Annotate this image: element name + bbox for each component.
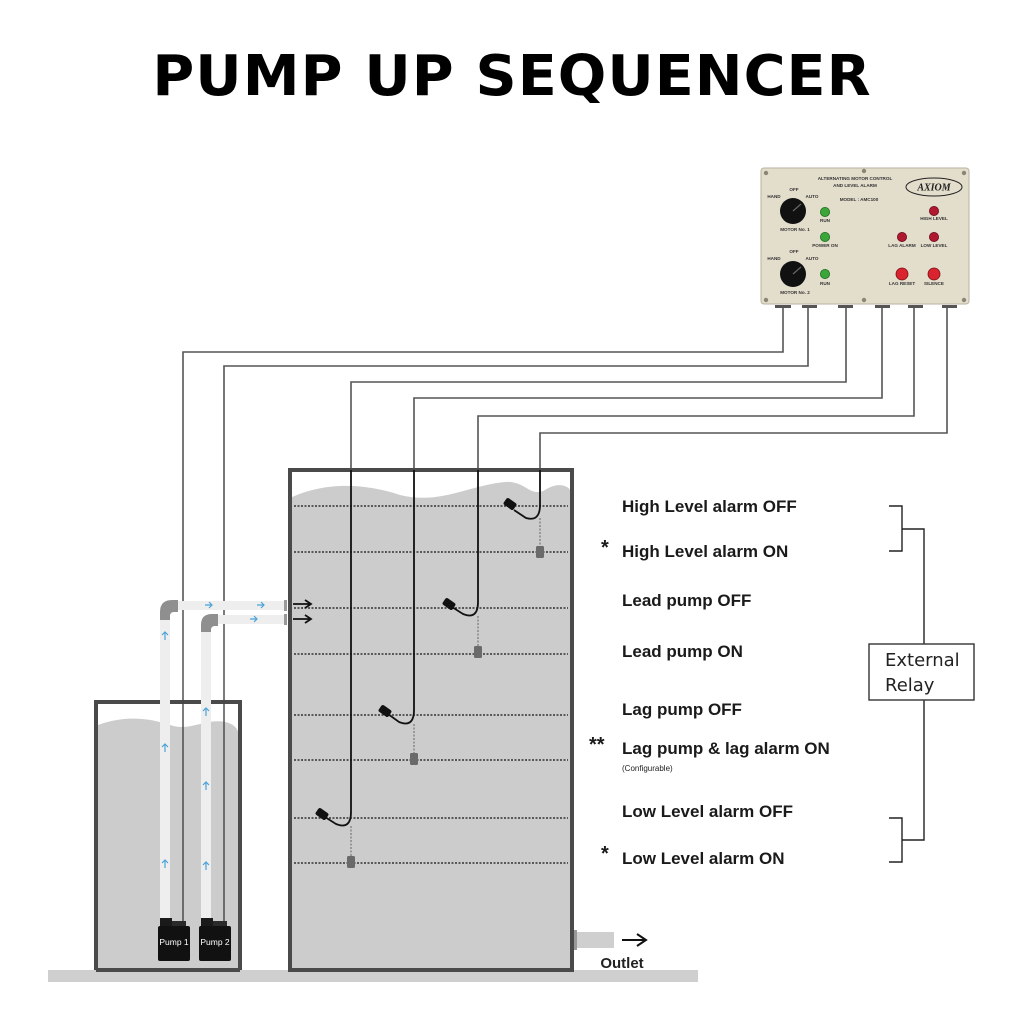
outlet-label: Outlet (600, 955, 643, 972)
elbow-pump1 (160, 600, 178, 620)
level-label-lag-on: Lag pump & lag alarm ON (622, 739, 830, 758)
silence-button[interactable] (927, 267, 941, 281)
high-level-lamp (929, 205, 940, 216)
float-switch-high-icon (503, 498, 517, 510)
power-on-lamp (820, 231, 831, 242)
float-switch-low-icon (315, 808, 329, 820)
float-cable-lead (451, 470, 479, 617)
level-marker-lag-on: ** (589, 734, 605, 756)
counterweight-low-icon (347, 856, 355, 868)
level-marker-high-on: * (601, 537, 609, 559)
panel-brand: AXIOM (916, 183, 951, 194)
wire-pump2 (223, 308, 809, 610)
lag-alarm-lamp (897, 231, 908, 242)
motor2-run-lamp (820, 268, 831, 279)
motor1-run-label: RUN (820, 218, 831, 223)
outlet-arrow-icon (636, 933, 648, 947)
motor2-pos-hand: HAND (767, 256, 781, 261)
main-tank-water (292, 481, 570, 970)
ground (48, 970, 698, 982)
sump-tank: Pump 1 Pump 2 (94, 599, 313, 972)
level-label-high-off: High Level alarm OFF (622, 497, 797, 516)
float-switch-lead-icon (442, 598, 456, 610)
motor1-pos-auto: AUTO (806, 194, 819, 199)
main-tank-wall (288, 468, 574, 972)
motor1-label: MOTOR No. 1 (780, 227, 810, 232)
level-lines (294, 505, 568, 864)
counterweight-lead-icon (474, 646, 482, 658)
page-title: PUMP UP SEQUENCER (152, 44, 872, 109)
wire-float-lead (477, 308, 915, 470)
wire-pump1 (182, 308, 784, 605)
level-label-low-on: Low Level alarm ON (622, 849, 785, 868)
low-level-label: LOW LEVEL (921, 243, 948, 248)
bracket-high (889, 505, 903, 552)
control-panel: ALTERNATING MOTOR CONTROL AND LEVEL ALAR… (760, 167, 970, 308)
discharge-pipe-1 (178, 601, 285, 610)
panel-heading-2: AND LEVEL ALARM (833, 183, 877, 188)
level-label-high-on: High Level alarm ON (622, 542, 788, 561)
control-wires (182, 308, 948, 610)
level-label-low-off: Low Level alarm OFF (622, 802, 793, 821)
level-marker-low-on: * (601, 843, 609, 865)
motor2-pos-off: OFF (789, 249, 798, 254)
relay-connections (889, 505, 925, 863)
inflow-arrow-2-icon (293, 614, 313, 624)
low-level-lamp (929, 231, 940, 242)
inflow-arrow-1-icon (293, 599, 313, 609)
flow-arrows (161, 601, 265, 870)
high-level-label: HIGH LEVEL (920, 216, 948, 221)
bracket-low (889, 817, 903, 863)
outlet: Outlet (574, 930, 648, 972)
relay-label-line1: External (885, 650, 960, 671)
level-label-lead-off: Lead pump OFF (622, 591, 751, 610)
motor1-run-lamp (820, 206, 831, 217)
lag-reset-label: LAG RESET (889, 281, 915, 286)
outlet-pipe (574, 932, 614, 948)
float-cable-high (513, 470, 541, 520)
pump1-label: Pump 1 (159, 937, 189, 947)
float-cable-low (324, 470, 352, 827)
motor2-pos-auto: AUTO (806, 256, 819, 261)
level-note-configurable: (Configurable) (622, 764, 673, 773)
main-tank (288, 468, 574, 972)
relay-label-line2: Relay (885, 675, 935, 696)
pump-2: Pump 2 (199, 918, 231, 961)
counterweight-lag-icon (410, 753, 418, 765)
wire-float-low (350, 308, 847, 470)
riser-pipe-pump1 (160, 615, 170, 925)
wire-float-high (539, 308, 948, 470)
motor2-label: MOTOR No. 2 (780, 290, 810, 295)
motor1-pos-off: OFF (789, 187, 798, 192)
level-label-lag-off: Lag pump OFF (622, 700, 742, 719)
riser-pipe-pump2 (201, 628, 211, 925)
external-relay-box: External Relay (868, 643, 975, 701)
panel-heading-1: ALTERNATING MOTOR CONTROL (818, 176, 893, 181)
lag-alarm-label: LAG ALARM (888, 243, 916, 248)
panel-model: MODEL : AMC100 (840, 197, 879, 202)
wire-float-lag (413, 308, 883, 470)
pump2-label: Pump 2 (200, 937, 230, 947)
pump2-body-icon (199, 926, 231, 961)
motor1-pos-hand: HAND (767, 194, 781, 199)
level-legend: High Level alarm OFF * High Level alarm … (589, 497, 830, 868)
float-cable-lag (387, 470, 415, 725)
power-on-label: POWER ON (812, 243, 838, 248)
elbow-pump2 (201, 614, 218, 632)
brand-logo-icon (905, 177, 963, 197)
pump-1: Pump 1 (158, 918, 190, 961)
lag-reset-button[interactable] (895, 267, 909, 281)
float-switch-lag-icon (378, 705, 392, 717)
level-label-lead-on: Lead pump ON (622, 642, 743, 661)
pump1-body-icon (158, 926, 190, 961)
motor2-run-label: RUN (820, 281, 831, 286)
counterweight-high-icon (536, 546, 544, 558)
silence-label: SILENCE (924, 281, 944, 286)
